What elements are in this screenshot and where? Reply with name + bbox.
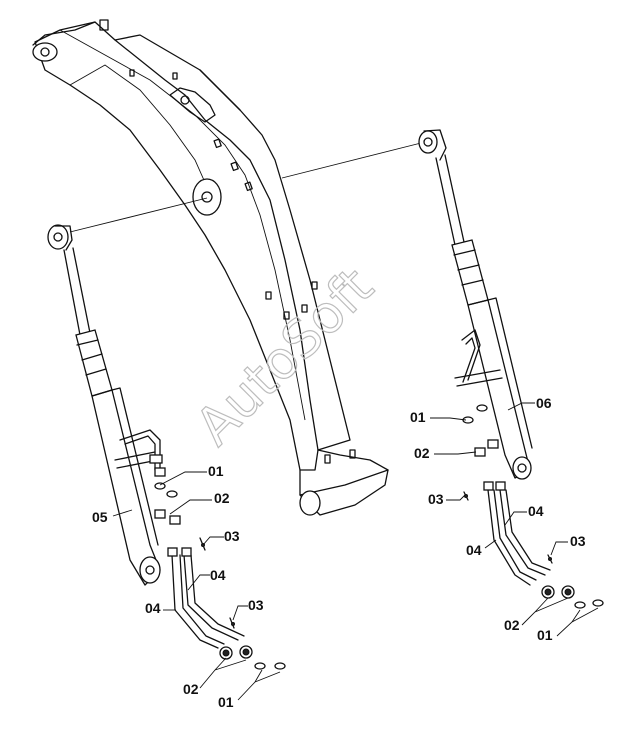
callout-02-lower-right: 02 xyxy=(504,617,520,633)
right-fittings-set-a xyxy=(462,404,499,501)
boom-assembly xyxy=(32,19,389,516)
callout-02-upper-right: 02 xyxy=(414,445,430,461)
right-hydraulic-hoses xyxy=(483,481,604,609)
left-fittings-set-a xyxy=(154,482,206,551)
callout-01-lower-right: 01 xyxy=(537,627,553,643)
left-hydraulic-hoses xyxy=(167,547,286,670)
right-boom-cylinder xyxy=(418,129,533,480)
right-callouts: 01 02 03 06 04 04 03 02 01 xyxy=(410,395,599,643)
callout-05: 05 xyxy=(92,509,108,525)
callout-02-upper-left: 02 xyxy=(214,490,230,506)
watermark-text: AutoSoft xyxy=(185,257,385,457)
callout-04-lower-left: 04 xyxy=(145,600,161,616)
assembly-guide-lines xyxy=(69,141,426,233)
callout-03-upper-right: 03 xyxy=(428,491,444,507)
callout-04-upper-right: 04 xyxy=(528,503,544,519)
callout-04-upper-left: 04 xyxy=(210,567,226,583)
callout-02-lower-left: 02 xyxy=(183,681,199,697)
callout-04-lower-right: 04 xyxy=(466,542,482,558)
callout-01-lower-left: 01 xyxy=(218,694,234,710)
left-boom-cylinder xyxy=(47,224,166,586)
callout-03-upper-left: 03 xyxy=(224,528,240,544)
callout-01-upper-left: 01 xyxy=(208,463,224,479)
left-callouts: 01 02 03 05 04 04 03 02 01 xyxy=(92,463,281,710)
callout-01-upper-right: 01 xyxy=(410,409,426,425)
callout-03-lower-left: 03 xyxy=(248,597,264,613)
callout-06: 06 xyxy=(536,395,552,411)
callout-03-lower-right: 03 xyxy=(570,533,586,549)
boom-bolt-holes xyxy=(129,69,318,320)
